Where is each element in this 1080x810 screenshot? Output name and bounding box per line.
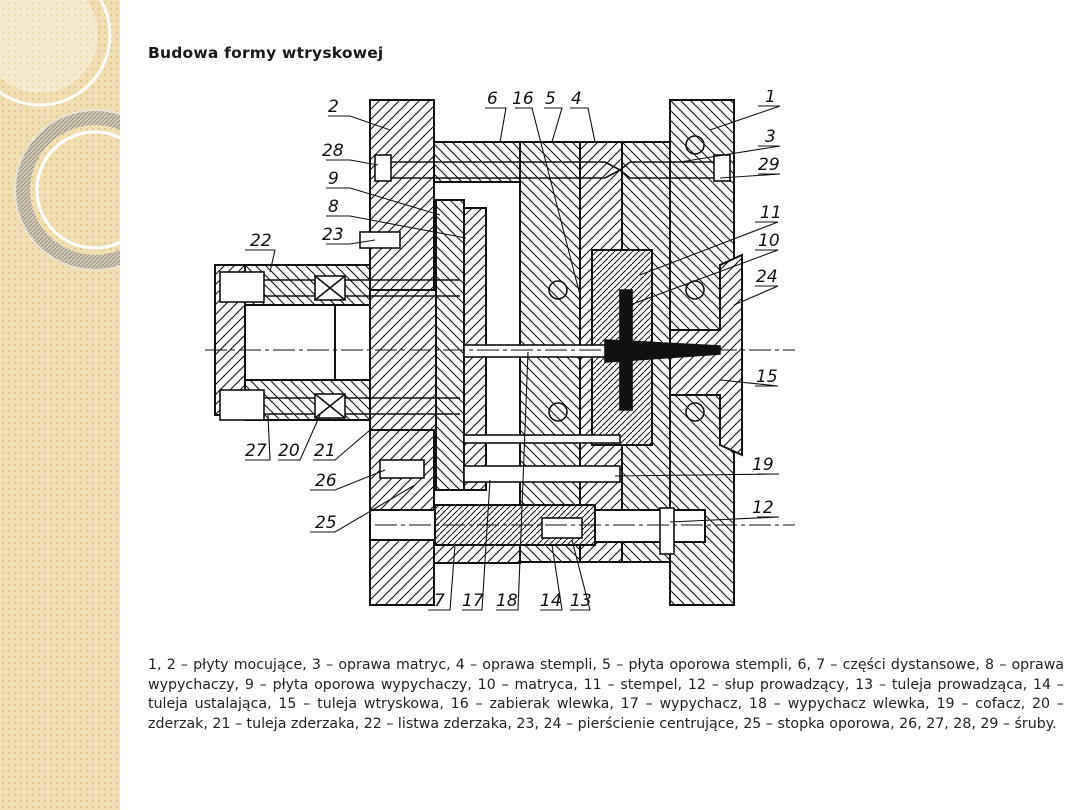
label-10: 10 [758, 231, 780, 251]
label-11: 11 [760, 203, 782, 223]
label-15: 15 [756, 367, 778, 387]
label-20: 20 [278, 441, 300, 461]
label-2: 2 [328, 97, 339, 117]
label-25: 25 [315, 513, 337, 533]
label-26: 26 [315, 471, 337, 491]
label-8: 8 [328, 197, 339, 217]
label-16: 16 [512, 90, 534, 109]
label-22: 22 [250, 231, 272, 251]
page-title: Budowa formy wtryskowej [148, 44, 384, 62]
label-3: 3 [765, 127, 776, 147]
label-6: 6 [487, 90, 498, 109]
label-27: 27 [245, 441, 267, 461]
label-19: 19 [752, 455, 774, 475]
label-1: 1 [765, 90, 776, 107]
parts-legend-caption: 1, 2 – płyty mocujące, 3 – oprawa matryc… [148, 657, 1064, 732]
injection-mold-diagram: 2 28 9 8 23 22 6 16 5 4 1 3 29 11 10 24 … [205, 90, 795, 611]
label-17: 17 [462, 591, 484, 611]
label-9: 9 [328, 169, 339, 189]
leader-lines [245, 105, 781, 611]
label-23: 23 [322, 225, 344, 245]
label-29: 29 [758, 155, 780, 175]
label-14: 14 [540, 591, 562, 611]
decorative-side-panel [0, 0, 120, 810]
part-labels: 2 28 9 8 23 22 6 16 5 4 1 3 29 11 10 24 … [245, 90, 782, 611]
label-13: 13 [570, 591, 592, 611]
label-24: 24 [756, 267, 778, 287]
label-7: 7 [434, 591, 445, 611]
mold-details [205, 135, 795, 555]
label-18: 18 [496, 591, 518, 611]
label-5: 5 [545, 90, 556, 109]
label-21: 21 [314, 441, 336, 461]
label-12: 12 [752, 498, 774, 518]
label-28: 28 [322, 141, 344, 161]
label-4: 4 [571, 90, 582, 109]
